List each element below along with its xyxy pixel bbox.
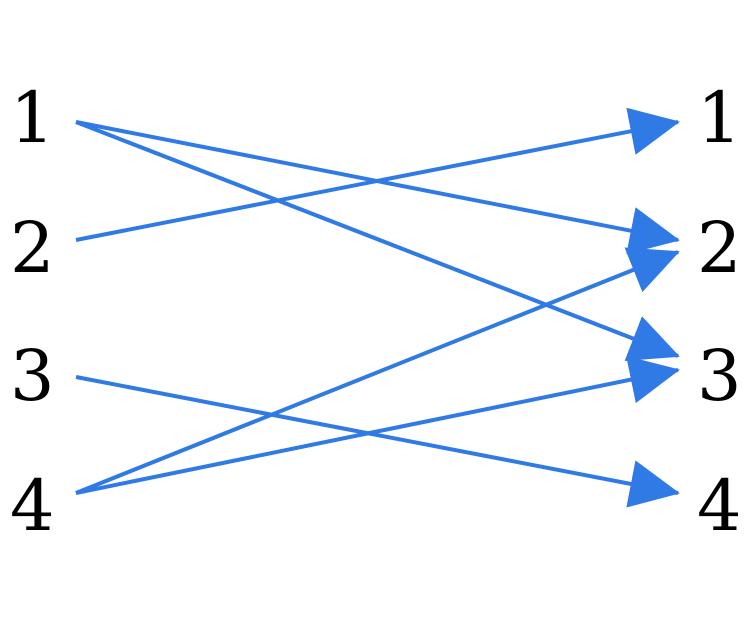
right-node-label-2: 2 — [697, 207, 742, 289]
edges-layer — [75, 107, 680, 508]
left-node-label-1: 1 — [10, 77, 55, 159]
edge-4-to-3 — [75, 356, 680, 495]
left-node-label-4: 4 — [10, 465, 55, 547]
left-node-label-2: 2 — [10, 207, 55, 289]
right-node-label-3: 3 — [697, 335, 742, 417]
edge-1-to-3 — [75, 120, 680, 361]
left-node-label-3: 3 — [10, 335, 55, 417]
edge-3-to-4 — [75, 375, 680, 508]
edge-2-to-1 — [75, 107, 680, 242]
edge-4-to-2 — [75, 247, 680, 495]
right-node-label-1: 1 — [697, 77, 742, 159]
right-node-label-4: 4 — [697, 465, 742, 547]
